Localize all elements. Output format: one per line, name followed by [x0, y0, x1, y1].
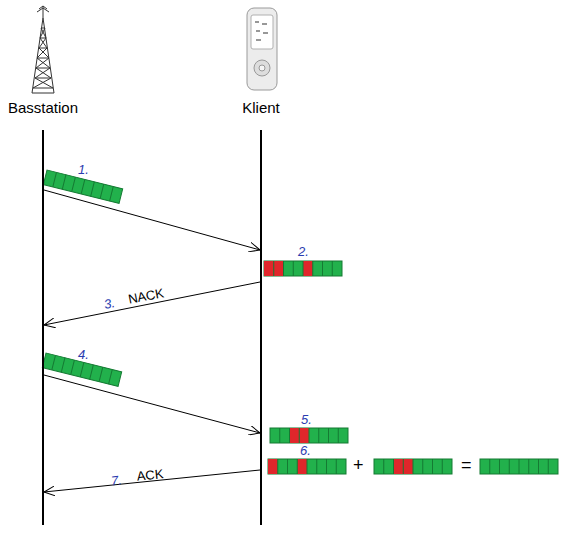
packet-block	[270, 428, 348, 443]
lifeline-title: Basstation	[8, 99, 78, 116]
packet-cells	[374, 459, 452, 474]
phone-screen	[251, 15, 273, 49]
cell-dividers	[384, 459, 443, 474]
packet-block	[374, 459, 452, 474]
message-arrow	[44, 282, 260, 325]
phone-button	[259, 65, 265, 71]
message-label: ACK	[136, 466, 164, 484]
step-number: 3.	[103, 295, 117, 312]
error-cell	[268, 459, 278, 474]
phone-body	[247, 8, 277, 90]
operator-sign: +	[353, 455, 364, 476]
packet-block	[264, 261, 342, 276]
lifeline: Klient	[260, 130, 262, 525]
step-number: 5.	[301, 412, 312, 427]
packet-cells	[270, 428, 348, 443]
phone-pad	[254, 60, 270, 76]
cell-dividers	[278, 459, 337, 474]
packet-block	[480, 459, 558, 474]
antenna	[37, 6, 49, 18]
phone-icon	[247, 8, 277, 90]
tower-bracing	[33, 28, 53, 88]
tower-frame	[32, 18, 54, 93]
cell-dividers	[274, 261, 333, 276]
step-number: 2.	[298, 244, 309, 259]
screen-icons	[255, 22, 268, 40]
error-cell	[303, 261, 313, 276]
cell-dividers	[280, 428, 339, 443]
lifeline: Basstation	[42, 130, 44, 525]
tower-rungs	[33, 28, 53, 88]
step-number: 1.	[78, 162, 89, 177]
message-label: NACK	[127, 285, 165, 307]
step-number: 6.	[300, 443, 311, 458]
error-cell	[297, 459, 307, 474]
packet-cells	[268, 459, 346, 474]
message-arrow	[44, 190, 260, 250]
packet-cells	[264, 261, 342, 276]
step-number: 4.	[78, 347, 89, 362]
packet-cells	[480, 459, 558, 474]
step-number: 7.	[110, 472, 122, 488]
operator-sign: =	[461, 455, 472, 476]
tower-icon	[32, 6, 54, 93]
message-arrow	[44, 375, 260, 433]
cell-dividers	[490, 459, 549, 474]
lifeline-title: Klient	[242, 99, 280, 116]
packet-block	[268, 459, 346, 474]
